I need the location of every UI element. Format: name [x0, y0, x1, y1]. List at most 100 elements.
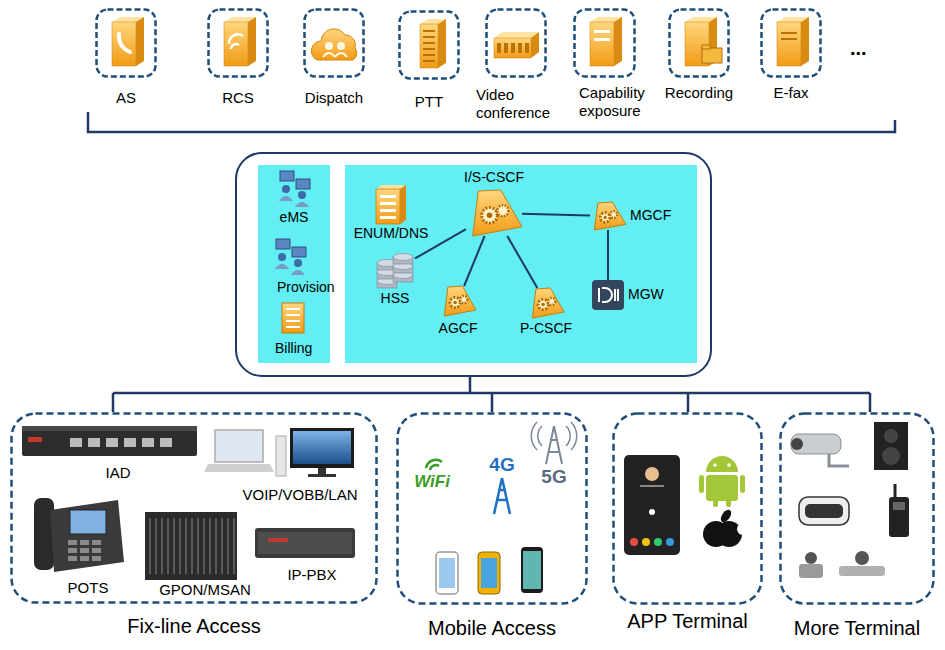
dashed-frame	[781, 414, 934, 604]
billing-line	[286, 308, 300, 310]
core-function: MGCF	[590, 202, 626, 230]
phone-key	[68, 540, 77, 545]
server-line	[380, 195, 396, 198]
node-label: More Terminal	[759, 616, 945, 640]
radio-body	[889, 497, 909, 537]
dashed-frame	[400, 12, 459, 79]
wifi-arcs	[426, 460, 442, 470]
device-side	[531, 32, 539, 58]
connector-line	[607, 230, 609, 280]
dashed-frame	[670, 10, 729, 77]
monitor-icon	[292, 247, 306, 257]
gear-icon	[460, 296, 467, 303]
conference-camera	[805, 552, 817, 564]
iad-port	[106, 438, 118, 447]
node-label: ENUM/DNS	[351, 225, 431, 242]
connector-line	[415, 229, 466, 258]
speaker-cone	[882, 447, 900, 465]
vr-front	[805, 504, 843, 518]
node-label: Mobile Access	[376, 616, 608, 640]
grill-line	[423, 60, 435, 62]
device-label: Provision	[277, 279, 335, 296]
node-label: E-fax	[731, 84, 851, 102]
device-label: VOIP/VOBB/LAN	[230, 486, 370, 504]
server-front	[420, 24, 438, 68]
node-label: PTT	[369, 93, 489, 111]
node-label: I/S-CSCF	[446, 169, 542, 186]
person-icon	[323, 53, 347, 57]
node-label: APP Terminal	[592, 609, 783, 633]
phone-key	[68, 548, 77, 553]
gateway-body	[592, 280, 624, 310]
rack-slot	[227, 518, 229, 574]
person-body	[279, 196, 309, 207]
android-body	[706, 475, 738, 501]
folder-icon	[702, 48, 722, 63]
phone-screen	[70, 510, 106, 534]
node-label: Dispatch	[274, 89, 394, 107]
iad-port	[124, 438, 136, 447]
signal-arcs	[531, 422, 576, 450]
gear-hub	[541, 303, 545, 307]
gear-hub	[453, 301, 457, 305]
person-icon	[325, 42, 333, 50]
camera-body	[791, 434, 841, 454]
service-box: PTT	[398, 10, 460, 80]
node-label: Video conference	[476, 86, 561, 122]
gear-icon	[548, 298, 555, 305]
device-label: 5G	[534, 466, 574, 489]
core-function: AGCF	[440, 286, 476, 316]
phone-body	[50, 500, 124, 572]
person-head	[282, 185, 290, 193]
iad-port	[70, 438, 82, 447]
gear-icon	[610, 211, 617, 218]
dashed-frame	[762, 10, 821, 77]
device-slot	[497, 43, 501, 53]
phone-key	[92, 548, 101, 553]
gear-icon	[482, 207, 498, 223]
gear-icon	[538, 299, 548, 309]
device-label: POTS	[38, 579, 138, 597]
disk-top	[393, 254, 413, 261]
connector-line	[464, 236, 484, 286]
call-button	[642, 538, 650, 546]
gear-hub	[487, 213, 493, 219]
phone-white	[436, 552, 458, 594]
person-body	[275, 264, 305, 275]
access-group: More Terminal	[779, 412, 935, 605]
node-label: MGCF	[630, 207, 671, 224]
radio-screen	[893, 502, 905, 510]
conference-unit	[839, 566, 885, 576]
service-box: AS	[95, 8, 157, 78]
rack-slot	[155, 518, 157, 574]
phone-yellow	[478, 552, 500, 594]
person-head	[298, 191, 306, 199]
grill-line	[423, 54, 435, 56]
monitor-body	[290, 428, 354, 468]
core-function: I/S-CSCF	[466, 190, 522, 236]
call-button	[666, 538, 674, 546]
node-label: AS	[66, 89, 186, 107]
rack-slot	[233, 518, 235, 574]
dashed-frame	[209, 10, 268, 77]
node-shape	[573, 8, 636, 78]
android-arm	[740, 475, 745, 493]
grill-line	[423, 30, 435, 32]
node-label: MGW	[628, 286, 664, 303]
device-slot	[525, 43, 529, 53]
access-group: Mobile AccessWiFi4G5G	[396, 412, 588, 605]
server-side	[400, 185, 406, 224]
dns-server: ENUM/DNS	[376, 184, 406, 224]
device-label: WiFi	[402, 472, 462, 492]
billing-line	[286, 320, 300, 322]
gear-icon	[497, 205, 508, 216]
radio-antenna	[894, 484, 897, 498]
iad-device	[22, 426, 197, 456]
server-front	[224, 22, 248, 66]
service-box: RCS	[207, 8, 269, 78]
dashed-frame	[614, 414, 762, 604]
node-label: RCS	[178, 89, 298, 107]
rack-slot	[161, 518, 163, 574]
connector-line	[522, 214, 590, 216]
function-block	[473, 190, 522, 236]
